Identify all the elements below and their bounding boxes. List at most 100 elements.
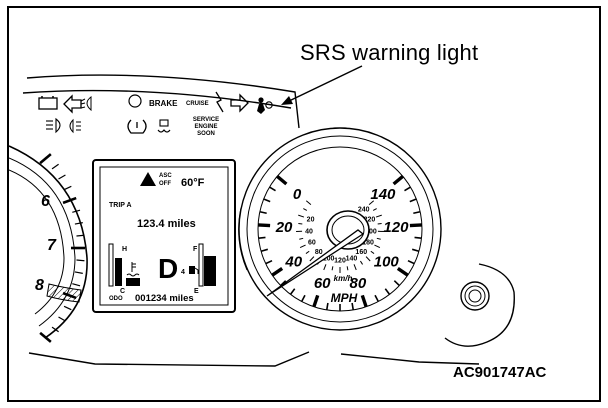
kmh-tick	[309, 256, 315, 262]
mph-tick	[360, 294, 368, 308]
mph-tick	[300, 294, 306, 302]
mph-tick	[384, 288, 391, 295]
mph-tick	[271, 267, 284, 277]
kmh-tick	[368, 200, 375, 205]
kmh-tick	[376, 237, 381, 240]
kmh-mark-160: 160	[355, 249, 367, 256]
instrument-cluster-drawing: 6 7 8 BRAKE CRUISE	[9, 65, 515, 367]
coolant-icon	[126, 262, 140, 277]
kmh-tick	[299, 237, 304, 240]
kmh-unit: km/h	[334, 274, 353, 283]
kmh-mark-80: 80	[315, 249, 323, 256]
tach-mark-7: 7	[47, 237, 57, 254]
mph-tick	[312, 294, 320, 308]
srs-airbag-icon	[257, 97, 273, 114]
kmh-tick	[353, 264, 357, 271]
trip-label: TRIP A	[109, 202, 132, 209]
seatbelt-icon	[215, 91, 224, 113]
kmh-mark-20: 20	[307, 217, 315, 224]
outside-temperature: 60°F	[181, 177, 205, 189]
kmh-tick	[298, 223, 303, 225]
kmh-mark-140: 140	[346, 255, 358, 262]
fuel-gauge: F E 4	[181, 243, 216, 295]
kmh-tick	[303, 208, 308, 211]
kmh-mark-200: 200	[365, 228, 377, 235]
right-turn-arrow-icon	[230, 93, 249, 113]
mph-tick	[265, 259, 273, 265]
mph-tick	[409, 198, 417, 203]
tach-tick	[58, 316, 66, 322]
tach-tick	[62, 196, 77, 205]
lcd-display: ASC OFF 60°F TRIP A 123.4 miles H C D	[92, 159, 236, 313]
mph-tick	[259, 210, 267, 215]
fuel-side-marker: 4	[181, 269, 185, 276]
mph-mark-60: 60	[314, 275, 331, 292]
tire-pressure-icon	[127, 119, 147, 134]
mph-tick	[392, 174, 404, 186]
kmh-mark-120: 120	[334, 258, 346, 265]
temp-hot-label: H	[122, 246, 127, 253]
rear-fog-icon	[69, 118, 81, 134]
tachometer: 6 7 8	[9, 145, 88, 343]
mph-tick	[414, 236, 422, 239]
mph-tick	[258, 223, 271, 228]
fuel-pump-icon: 4	[181, 266, 199, 276]
tach-tick	[76, 234, 85, 237]
mph-tick	[374, 294, 380, 302]
mph-tick	[393, 280, 400, 287]
mph-tick	[404, 186, 411, 192]
kmh-tick	[323, 264, 327, 271]
mph-tick	[280, 280, 287, 287]
trip-value: 123.4 miles	[137, 218, 196, 230]
tach-tick	[72, 283, 81, 287]
tach-tick	[39, 153, 52, 165]
mph-tick	[263, 198, 271, 203]
kmh-mark-240: 240	[358, 207, 370, 214]
headlight-icon	[46, 117, 61, 134]
tach-mark-8: 8	[35, 277, 44, 294]
mph-tick	[269, 186, 276, 192]
mph-tick	[276, 174, 288, 186]
mph-tick	[289, 288, 296, 295]
tach-tick	[63, 185, 72, 191]
left-turn-arrow-icon	[63, 94, 82, 114]
srs-warning-light-callout: SRS warning light	[300, 40, 479, 65]
service-engine-line-2: ENGINE	[194, 124, 217, 130]
mph-mark-100: 100	[374, 254, 400, 271]
kmh-mark-100: 100	[323, 255, 335, 262]
mph-mark-40: 40	[284, 254, 302, 271]
tach-tick	[76, 259, 85, 262]
tach-tick	[63, 305, 72, 311]
kmh-tick	[299, 244, 306, 249]
kmh-tick	[359, 260, 363, 265]
mph-tick	[260, 248, 269, 252]
kmh-tick	[305, 250, 310, 254]
speedometer-needle	[266, 229, 365, 297]
kmh-mark-40: 40	[305, 228, 313, 235]
cluster-housing	[22, 74, 515, 367]
kmh-tick	[370, 250, 375, 254]
kmh-tick	[372, 208, 377, 211]
tach-tick	[62, 291, 77, 300]
mph-mark-120: 120	[383, 219, 409, 236]
odometer-value: 001234 miles	[135, 293, 194, 304]
mph-unit: MPH	[331, 291, 358, 305]
mph-tick	[413, 210, 421, 215]
mph-mark-0: 0	[293, 186, 302, 203]
mph-tick	[258, 236, 266, 239]
service-engine-line-1: SERVICE	[193, 117, 219, 123]
indicator-strip: BRAKE CRUISE	[38, 91, 273, 137]
tach-tick	[74, 271, 83, 274]
kmh-tick	[298, 214, 305, 218]
figure-frame: 6 7 8 BRAKE CRUISE	[7, 6, 601, 402]
kmh-tick	[374, 244, 381, 249]
temp-cold-label: C	[120, 288, 125, 295]
tach-mark-6: 6	[41, 193, 50, 210]
tach-tick	[51, 326, 59, 333]
stability-icon	[157, 119, 171, 133]
fuel-empty-label: E	[194, 288, 199, 295]
tach-tick	[72, 209, 81, 213]
kmh-tick	[375, 214, 382, 218]
tach-tick	[74, 222, 83, 225]
kmh-tick	[346, 266, 349, 271]
